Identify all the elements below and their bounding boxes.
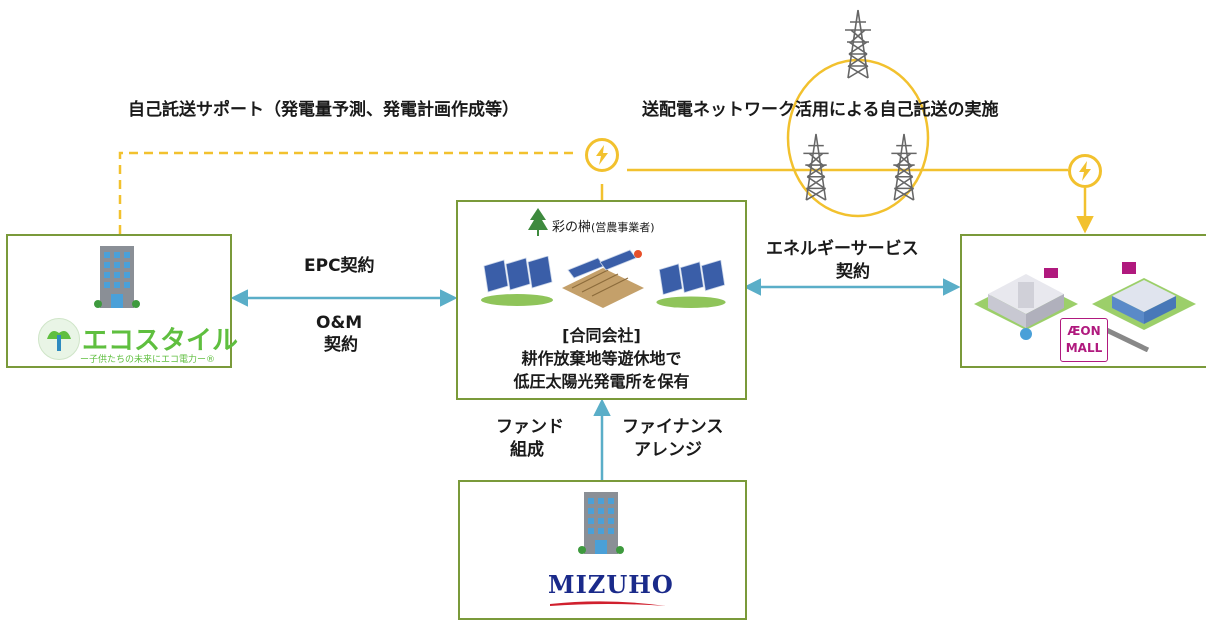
self-transmission-support-label: 自己託送サポート（発電量予測、発電計画作成等） [128,100,519,120]
fund-formation-label-line1: ファンド [496,417,564,437]
lightning-icon [1068,154,1102,188]
farm-company-box: 彩の榊(営農事業者) [合同会社] 耕作放棄地等遊休地で 低圧太陽光発電所を保有 [456,200,747,400]
transmission-tower-icon [891,133,917,201]
company-description-line2: 低圧太陽光発電所を保有 [513,372,690,391]
transmission-tower-icon [845,9,871,79]
ecostyle-box: エコスタイル ー子供たちの未来にエコ電力ー® [6,234,238,368]
epc-contract-label: EPC契約 [304,256,375,276]
farm-logo-text: 彩の榊 [552,220,592,235]
mizuho-logo-swoosh [550,601,666,606]
aeon-box: ÆON MALL [960,234,1206,368]
lightning-icon [585,138,619,172]
finance-arrange-label-line1: ファイナンス [622,417,724,437]
om-contract-label-line1: O&M [316,313,363,333]
agrivoltaic-illustration [562,249,644,308]
solar-panel-icon [481,256,553,306]
aeon-logo-line2: MALL [1065,341,1103,355]
aeon-mall-logo: ÆON MALL [1060,318,1108,362]
mall-illustration [1092,262,1196,352]
energy-service-label-line2: 契約 [836,262,870,282]
ecostyle-tagline: ー子供たちの未来にエコ電力ー® [80,355,216,365]
transmission-tower-icon [803,133,829,201]
company-type: [合同会社] [562,326,641,345]
mizuho-box: MIZUHO [458,480,747,620]
tree-icon [528,208,548,236]
energy-service-label-line1: エネルギーサービス [766,239,919,259]
building-icon [578,492,624,554]
building-icon [94,246,140,308]
mall-illustration [974,268,1078,340]
mizuho-logo-text: MIZUHO [548,570,674,599]
aeon-logo-line1: ÆON [1067,324,1101,338]
fund-formation-label-line2: 組成 [510,440,544,460]
grid-transmission-label: 送配電ネットワーク活用による自己託送の実施 [642,100,999,120]
ecostyle-logo-text: エコスタイル [82,326,239,356]
ecostyle-logo-mark [38,318,80,360]
farm-role: (営農事業者) [591,221,655,234]
finance-arrange-label-line2: アレンジ [634,440,702,460]
support-dashed-line [118,151,578,234]
om-contract-label-line2: 契約 [324,335,358,355]
company-description-line1: 耕作放棄地等遊休地で [521,349,682,368]
solar-panel-icon [656,260,726,308]
